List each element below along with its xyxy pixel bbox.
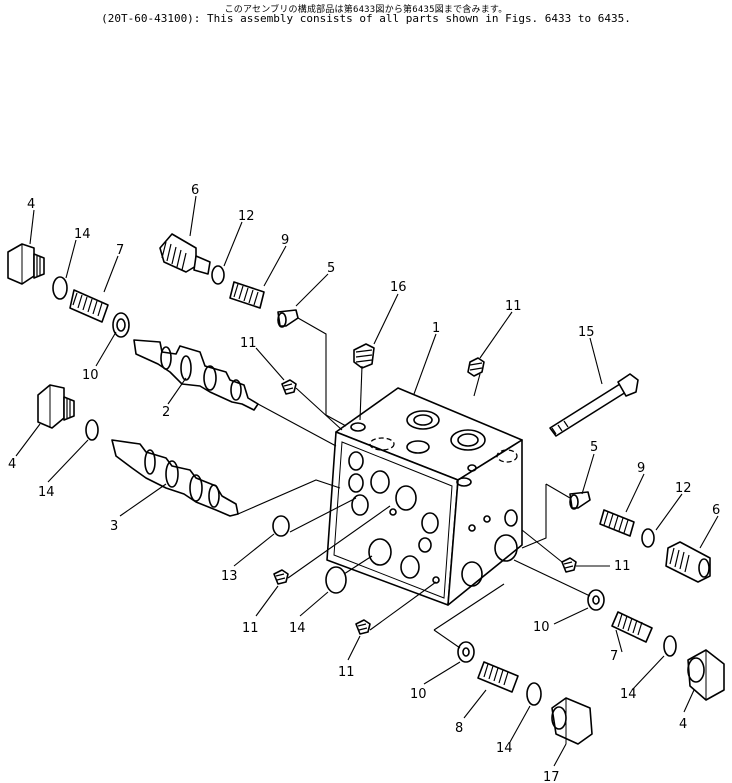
leader-lines (15, 195, 719, 767)
o-ring-14-d (663, 635, 677, 657)
spring-7-b (611, 611, 653, 643)
callout-c10a: 10 (82, 368, 99, 383)
callout-c7b: 7 (610, 649, 618, 664)
callout-c11d: 11 (614, 559, 631, 574)
callout-c9b: 9 (637, 461, 645, 476)
callout-c4a: 4 (27, 197, 35, 212)
callout-c14e: 14 (496, 741, 513, 756)
plug-11-left-lower (273, 569, 289, 585)
o-ring-14-a (52, 276, 68, 300)
callout-c3: 3 (110, 519, 118, 534)
callout-c14b: 14 (38, 485, 55, 500)
spring-8 (477, 661, 519, 693)
callout-c6b: 6 (712, 503, 720, 518)
plug-16 (353, 343, 375, 369)
callout-c12a: 12 (238, 209, 255, 224)
header-note-english: (20T-60-43100): This assembly consists o… (101, 12, 631, 25)
poppet-5-upper (277, 309, 299, 328)
assembly-lines (237, 317, 591, 649)
relief-valve-6-right (665, 541, 711, 583)
callout-labels: 4 14 7 6 12 9 5 16 11 10 11 2 1 15 4 14 … (8, 183, 720, 783)
header-note-japanese: このアセンブリの構成部品は第6433図から第6435図まで含みます。 (224, 5, 508, 15)
callout-c10b: 10 (533, 620, 550, 635)
plug-17 (551, 697, 593, 745)
o-ring-14-c (325, 566, 347, 594)
o-ring-14-b (85, 419, 99, 441)
relief-valve-6-upper (159, 233, 211, 275)
callout-c2: 2 (162, 405, 170, 420)
o-ring-12-b (641, 528, 655, 548)
callout-c10c: 10 (410, 687, 427, 702)
washer-10-a (112, 312, 130, 338)
callout-c1: 1 (432, 321, 440, 336)
o-ring-13 (272, 515, 290, 537)
callout-c4b: 4 (8, 457, 16, 472)
callout-c5b: 5 (590, 440, 598, 455)
o-ring-14-e (526, 682, 542, 706)
plug-11-upper-left (281, 379, 297, 395)
spring-9-a (229, 281, 265, 309)
callout-c12b: 12 (675, 481, 692, 496)
callout-c9a: 9 (281, 233, 289, 248)
bolt-15 (549, 373, 639, 437)
callout-c14c: 14 (289, 621, 306, 636)
washer-10-c (457, 641, 475, 663)
callout-c5a: 5 (327, 261, 335, 276)
poppet-5-right (569, 491, 591, 510)
o-ring-12-a (211, 265, 225, 285)
callout-c8: 8 (455, 721, 463, 736)
callout-c14d: 14 (620, 687, 637, 702)
callout-c11c: 11 (242, 621, 259, 636)
spool-3 (111, 439, 239, 517)
callout-c11a: 11 (505, 299, 522, 314)
plug-4-lower-right (687, 649, 725, 701)
spring-9-b (599, 509, 635, 537)
callout-c13: 13 (221, 569, 238, 584)
washer-10-b (587, 589, 605, 611)
callout-c14a: 14 (74, 227, 91, 242)
plug-11-lower-middle (355, 619, 371, 635)
callout-c6a: 6 (191, 183, 199, 198)
plug-4-upper (7, 243, 45, 285)
callout-c15: 15 (578, 325, 595, 340)
plug-11-upper-right (467, 357, 485, 377)
plug-11-right (561, 557, 577, 573)
plug-4-middle (37, 384, 75, 429)
valve-body (326, 387, 523, 606)
callout-c17: 17 (543, 770, 560, 783)
callout-c11e: 11 (338, 665, 355, 680)
callout-c16: 16 (390, 280, 407, 295)
callout-c4c: 4 (679, 717, 687, 732)
callout-c7a: 7 (116, 243, 124, 258)
spring-7-a (69, 289, 109, 323)
spool-2 (133, 339, 259, 411)
callout-c11b: 11 (240, 336, 257, 351)
